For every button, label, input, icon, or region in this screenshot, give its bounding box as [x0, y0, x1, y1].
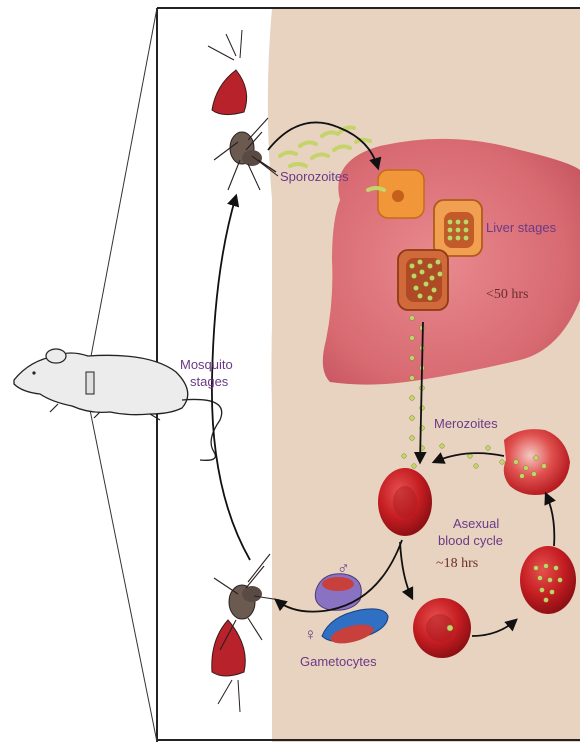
- mosquito-bottom: [212, 554, 280, 712]
- parasite-dot: [554, 566, 559, 571]
- parasite-dot: [447, 235, 452, 240]
- sporozoite: [290, 164, 306, 166]
- label-gametocytes: Gametocytes: [300, 654, 377, 669]
- parasite-dot: [411, 273, 416, 278]
- parasite-dot: [417, 293, 422, 298]
- parasite-dot: [417, 259, 422, 264]
- parasite-dot: [542, 464, 547, 469]
- parasite-dot: [440, 444, 445, 449]
- parasite-dot: [468, 454, 473, 459]
- parasite-dot: [427, 295, 432, 300]
- parasite-dot: [534, 566, 539, 571]
- parasite-dot: [413, 285, 418, 290]
- parasite-dot: [540, 588, 545, 593]
- parasite-dot: [463, 235, 468, 240]
- projection-line-top: [88, 8, 157, 372]
- liver-cell-mature-schizont: [398, 250, 448, 310]
- label-liver-time: <50 hrs: [486, 287, 529, 302]
- parasite-dot: [544, 564, 549, 569]
- parasite-dot: [410, 436, 415, 441]
- parasite-dot: [410, 416, 415, 421]
- mosquito-top: [208, 30, 278, 190]
- parasite-dot: [410, 336, 415, 341]
- parasite-dot: [550, 590, 555, 595]
- parasite-dot: [486, 446, 491, 451]
- rbc-uninfected: [378, 468, 432, 536]
- parasite-dot: [427, 263, 432, 268]
- parasite-dot: [410, 396, 415, 401]
- parasite-dot: [447, 219, 452, 224]
- parasite-dot: [463, 227, 468, 232]
- label-mosquito-line1: Mosquito: [180, 357, 233, 372]
- parasite-dot: [455, 227, 460, 232]
- parasite-dot: [538, 576, 543, 581]
- parasite-dot: [423, 281, 428, 286]
- liver-cell-early: [378, 170, 424, 218]
- parasite-dot: [534, 456, 539, 461]
- parasite-dot: [548, 578, 553, 583]
- label-liver-stages: Liver stages: [486, 220, 557, 235]
- parasite-dot: [524, 466, 529, 471]
- parasite-dot: [409, 263, 414, 268]
- label-sporozoites: Sporozoites: [280, 169, 349, 184]
- parasite-dot: [429, 275, 434, 280]
- parasite-dot: [410, 376, 415, 381]
- parasite-dot: [431, 287, 436, 292]
- parasite-dot: [544, 598, 549, 603]
- rbc-ring-stage: [413, 598, 471, 658]
- liver: [323, 139, 580, 385]
- label-asexual-line1: Asexual: [453, 516, 499, 531]
- label-merozoites: Merozoites: [434, 416, 498, 431]
- parasite-dot: [463, 219, 468, 224]
- parasite-dot: [455, 219, 460, 224]
- parasite-dot: [532, 472, 537, 477]
- parasite-dot: [402, 454, 407, 459]
- parasite-dot: [435, 259, 440, 264]
- parasite-dot: [520, 474, 525, 479]
- label-asexual-line2: blood cycle: [438, 533, 503, 548]
- parasite-dot: [474, 464, 479, 469]
- label-asexual-time: ~18 hrs: [436, 556, 478, 571]
- parasite-dot: [558, 578, 563, 583]
- parasite-dot: [410, 356, 415, 361]
- parasite-dot: [514, 460, 519, 465]
- parasite-dot: [500, 460, 505, 465]
- parasite-dot: [437, 271, 442, 276]
- label-mosquito-line2: stages: [190, 374, 229, 389]
- parasite-dot: [455, 235, 460, 240]
- male-symbol: ♂: [337, 559, 350, 578]
- sporozoite: [368, 188, 384, 190]
- parasite-dot: [412, 464, 417, 469]
- male-gametocyte: [315, 574, 361, 610]
- parasite-dot: [447, 227, 452, 232]
- parasite-dot: [419, 269, 424, 274]
- female-symbol: ♀: [304, 625, 317, 644]
- parasite-dot: [410, 316, 415, 321]
- parasite-dot: [447, 625, 453, 631]
- projection-line-bottom: [88, 400, 157, 742]
